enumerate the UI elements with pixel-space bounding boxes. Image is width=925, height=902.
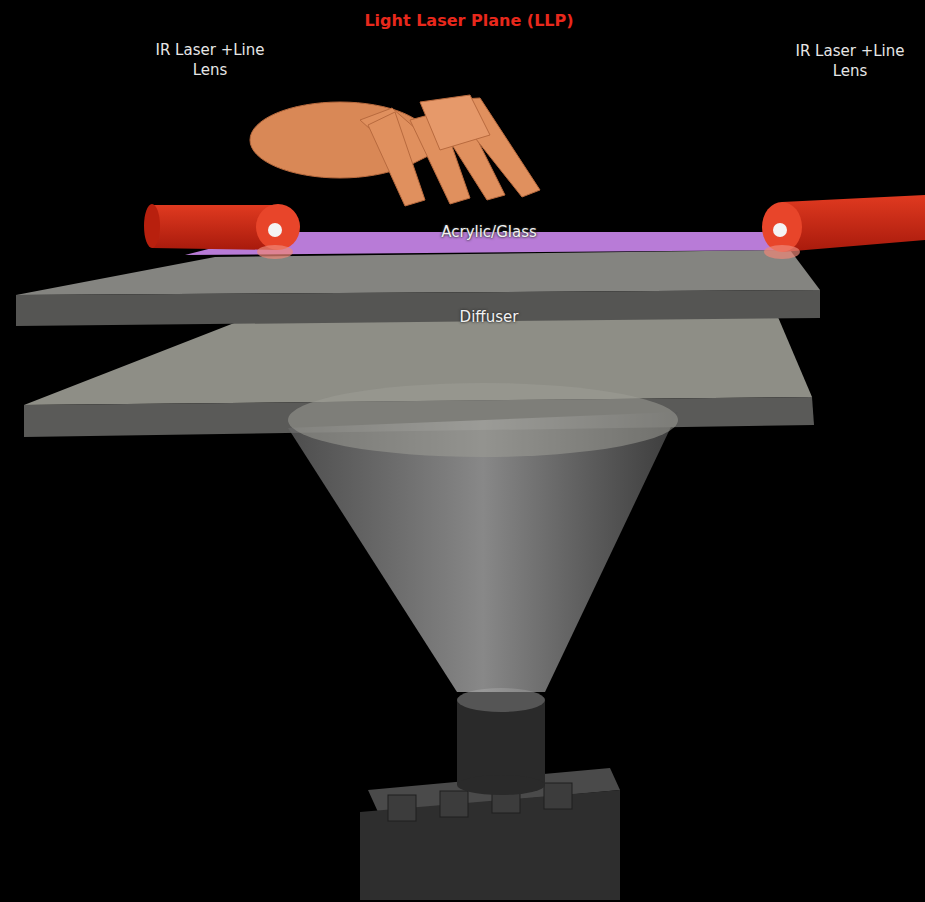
- projection-cone: [288, 383, 678, 692]
- laser-label: IR Laser +Line Lens: [155, 40, 265, 81]
- projector: [360, 688, 620, 900]
- part-label: Acrylic/Glass: [441, 222, 537, 242]
- part-label: Diffuser: [460, 307, 519, 327]
- laser-label: IR Laser +Line Lens: [795, 41, 905, 82]
- ir-laser-right: [762, 195, 925, 259]
- hand: [250, 95, 540, 206]
- diagram-title: Light Laser Plane (LLP): [364, 10, 573, 32]
- acrylic-slab: [16, 250, 820, 326]
- ir-laser-left: [144, 204, 300, 259]
